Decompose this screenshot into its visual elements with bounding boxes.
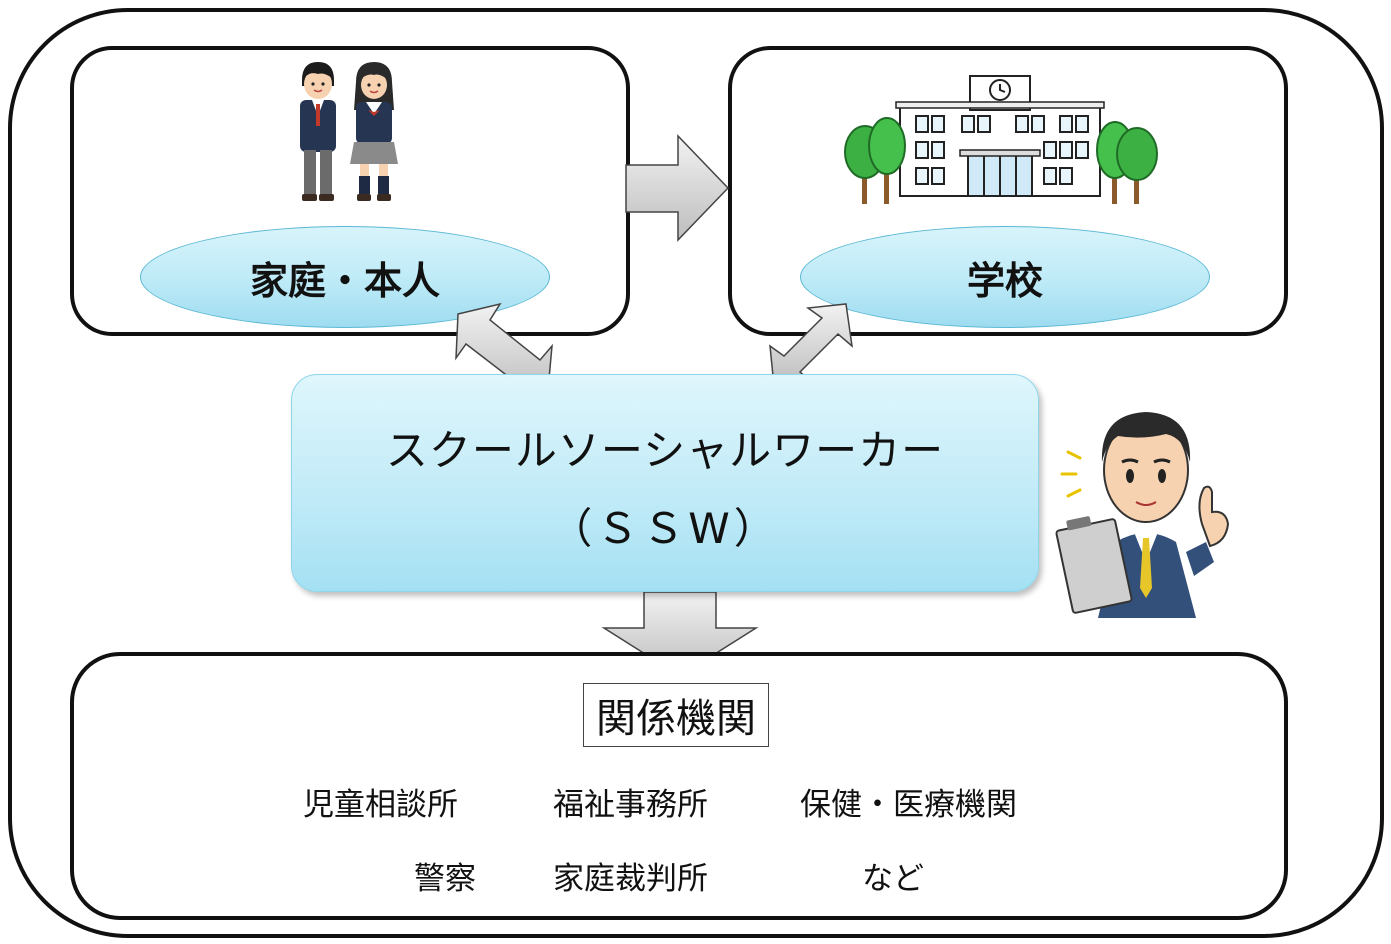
agency-family-court: 家庭裁判所 [553,861,708,897]
family-label: 家庭・本人 [249,258,440,303]
school-label: 学校 [966,258,1043,303]
ssw-abbreviation: （ＳＳW） [550,504,780,553]
agency-etc: など [862,861,924,897]
school-label-ellipse: 学校 [800,226,1210,328]
agency-child-guidance-center: 児童相談所 [303,787,458,823]
agencies-title: 関係機関 [583,683,769,747]
arrow-family-to-school [625,134,730,242]
ssw-title: スクールソーシャルワーカー [385,426,945,475]
school-building-icon [844,75,1158,204]
ssw-box: スクールソーシャルワーカー （ＳＳW） [291,374,1039,592]
social-worker-icon [1055,412,1230,618]
family-label-ellipse: 家庭・本人 [140,226,550,328]
agency-police: 警察 [414,861,476,897]
agency-welfare-office: 福祉事務所 [553,787,708,823]
students-icon [300,62,398,201]
agency-health-medical: 保健・医療機関 [800,787,1017,823]
